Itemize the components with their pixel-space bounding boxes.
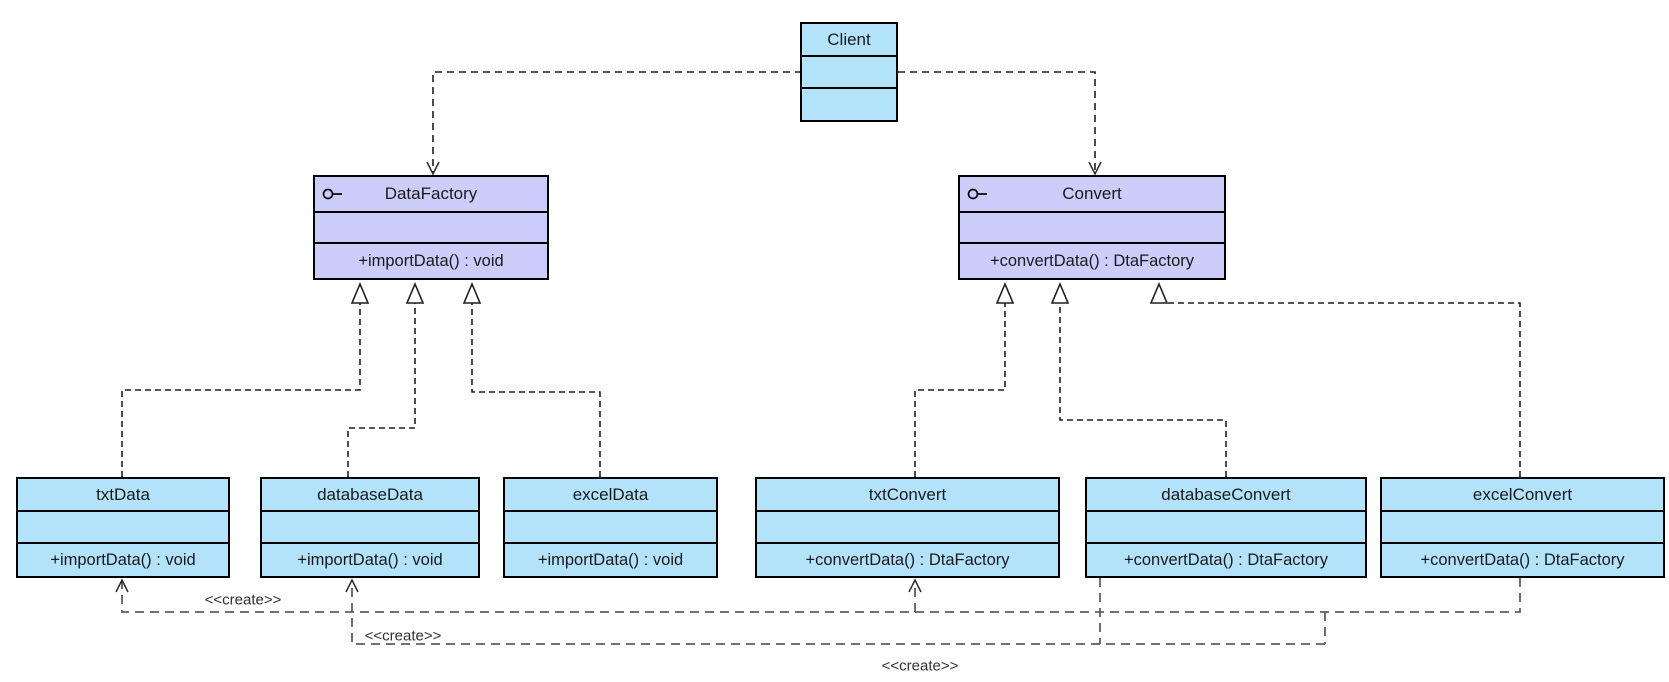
class-database-data[interactable]: databaseData +importData() : void — [260, 477, 480, 578]
class-name-label: txtData — [96, 484, 150, 504]
create-track-a-from-excelconvert — [121, 578, 1521, 613]
class-data-factory[interactable]: DataFactory +importData() : void — [313, 175, 549, 280]
realization-triangle-convert-3 — [1149, 281, 1169, 304]
create-stereotype-label: <<create>> — [204, 591, 282, 609]
class-convert[interactable]: Convert +convertData() : DtaFactory — [958, 175, 1226, 280]
methods-compartment — [802, 87, 896, 120]
attributes-compartment — [18, 512, 228, 542]
methods-compartment: +convertData() : DtaFactory — [960, 242, 1224, 278]
realization-triangle-convert-1 — [995, 281, 1015, 304]
class-excel-data[interactable]: excelData +importData() : void — [503, 477, 718, 578]
method-label: +convertData() : DtaFactory — [1420, 550, 1625, 569]
arrow-into-datafactory — [426, 161, 440, 176]
attributes-compartment — [1087, 512, 1365, 542]
create-stereotype-label: <<create>> — [364, 627, 442, 645]
method-label: +importData() : void — [297, 550, 443, 569]
attributes-compartment — [757, 512, 1058, 542]
realization-triangle-datafactory-2 — [405, 281, 425, 304]
class-title-compartment: Convert — [960, 177, 1224, 213]
arrow-into-txtdata — [115, 578, 129, 593]
attributes-compartment — [505, 512, 716, 542]
dep-client-to-convert — [898, 71, 1096, 173]
real-excelconvert-to-convert — [1167, 302, 1521, 477]
class-title-compartment: databaseConvert — [1087, 479, 1365, 512]
attributes-compartment — [1382, 512, 1663, 542]
class-database-convert[interactable]: databaseConvert +convertData() : DtaFacto… — [1085, 477, 1367, 578]
method-label: +convertData() : DtaFactory — [989, 251, 1195, 270]
interface-lollipop-icon — [322, 188, 343, 200]
realization-triangle-datafactory-3 — [462, 281, 482, 304]
class-title-compartment: databaseData — [262, 479, 478, 512]
real-txtdata-to-datafactory — [121, 303, 361, 477]
class-excel-convert[interactable]: excelConvert +convertData() : DtaFactory — [1380, 477, 1665, 578]
attributes-compartment — [262, 512, 478, 542]
method-label: +importData() : void — [537, 550, 684, 569]
class-client[interactable]: Client — [800, 22, 898, 122]
class-name-label: txtConvert — [868, 484, 947, 504]
methods-compartment: +importData() : void — [262, 542, 478, 576]
real-databaseconvert-to-convert — [1059, 303, 1227, 477]
class-title-compartment: txtConvert — [757, 479, 1058, 512]
dep-client-to-datafactory — [432, 71, 802, 173]
arrow-into-databasedata — [345, 578, 359, 593]
methods-compartment: +convertData() : DtaFactory — [1087, 542, 1365, 576]
create-stereotype-label: <<create>> — [881, 657, 959, 675]
methods-compartment: +importData() : void — [505, 542, 716, 576]
class-name-label: excelConvert — [1472, 484, 1573, 504]
methods-compartment: +convertData() : DtaFactory — [757, 542, 1058, 576]
class-name-label: Convert — [1062, 184, 1122, 203]
class-title-compartment: txtData — [18, 479, 228, 512]
class-name-label: databaseConvert — [1161, 484, 1291, 504]
attributes-compartment — [315, 213, 547, 242]
class-title-compartment: excelData — [505, 479, 716, 512]
attributes-compartment — [802, 57, 896, 87]
create-track-b-into-databasedata — [351, 580, 1325, 645]
class-name-label: excelData — [572, 484, 649, 504]
class-txt-data[interactable]: txtData +importData() : void — [16, 477, 230, 578]
class-title-compartment: excelConvert — [1382, 479, 1663, 512]
method-label: +importData() : void — [50, 550, 196, 569]
real-databasedata-to-datafactory — [347, 303, 416, 477]
attributes-compartment — [960, 213, 1224, 242]
realization-triangle-convert-2 — [1050, 281, 1070, 304]
method-label: +convertData() : DtaFactory — [1123, 550, 1329, 569]
class-title-compartment: Client — [802, 24, 896, 57]
arrow-into-txtconvert — [908, 578, 922, 593]
methods-compartment: +importData() : void — [315, 242, 547, 278]
methods-compartment: +importData() : void — [18, 542, 228, 576]
class-txt-convert[interactable]: txtConvert +convertData() : DtaFactory — [755, 477, 1060, 578]
class-name-label: DataFactory — [384, 184, 478, 203]
real-exceldata-to-datafactory — [471, 303, 601, 477]
arrow-into-convert — [1088, 161, 1102, 176]
class-name-label: Client — [827, 29, 871, 49]
methods-compartment: +convertData() : DtaFactory — [1382, 542, 1663, 576]
realization-triangle-datafactory-1 — [350, 281, 370, 304]
method-label: +convertData() : DtaFactory — [805, 550, 1010, 569]
real-txtconvert-to-convert — [914, 303, 1006, 477]
class-title-compartment: DataFactory — [315, 177, 547, 213]
class-name-label: databaseData — [317, 484, 423, 504]
method-label: +importData() : void — [358, 251, 504, 270]
interface-lollipop-icon — [967, 188, 988, 200]
